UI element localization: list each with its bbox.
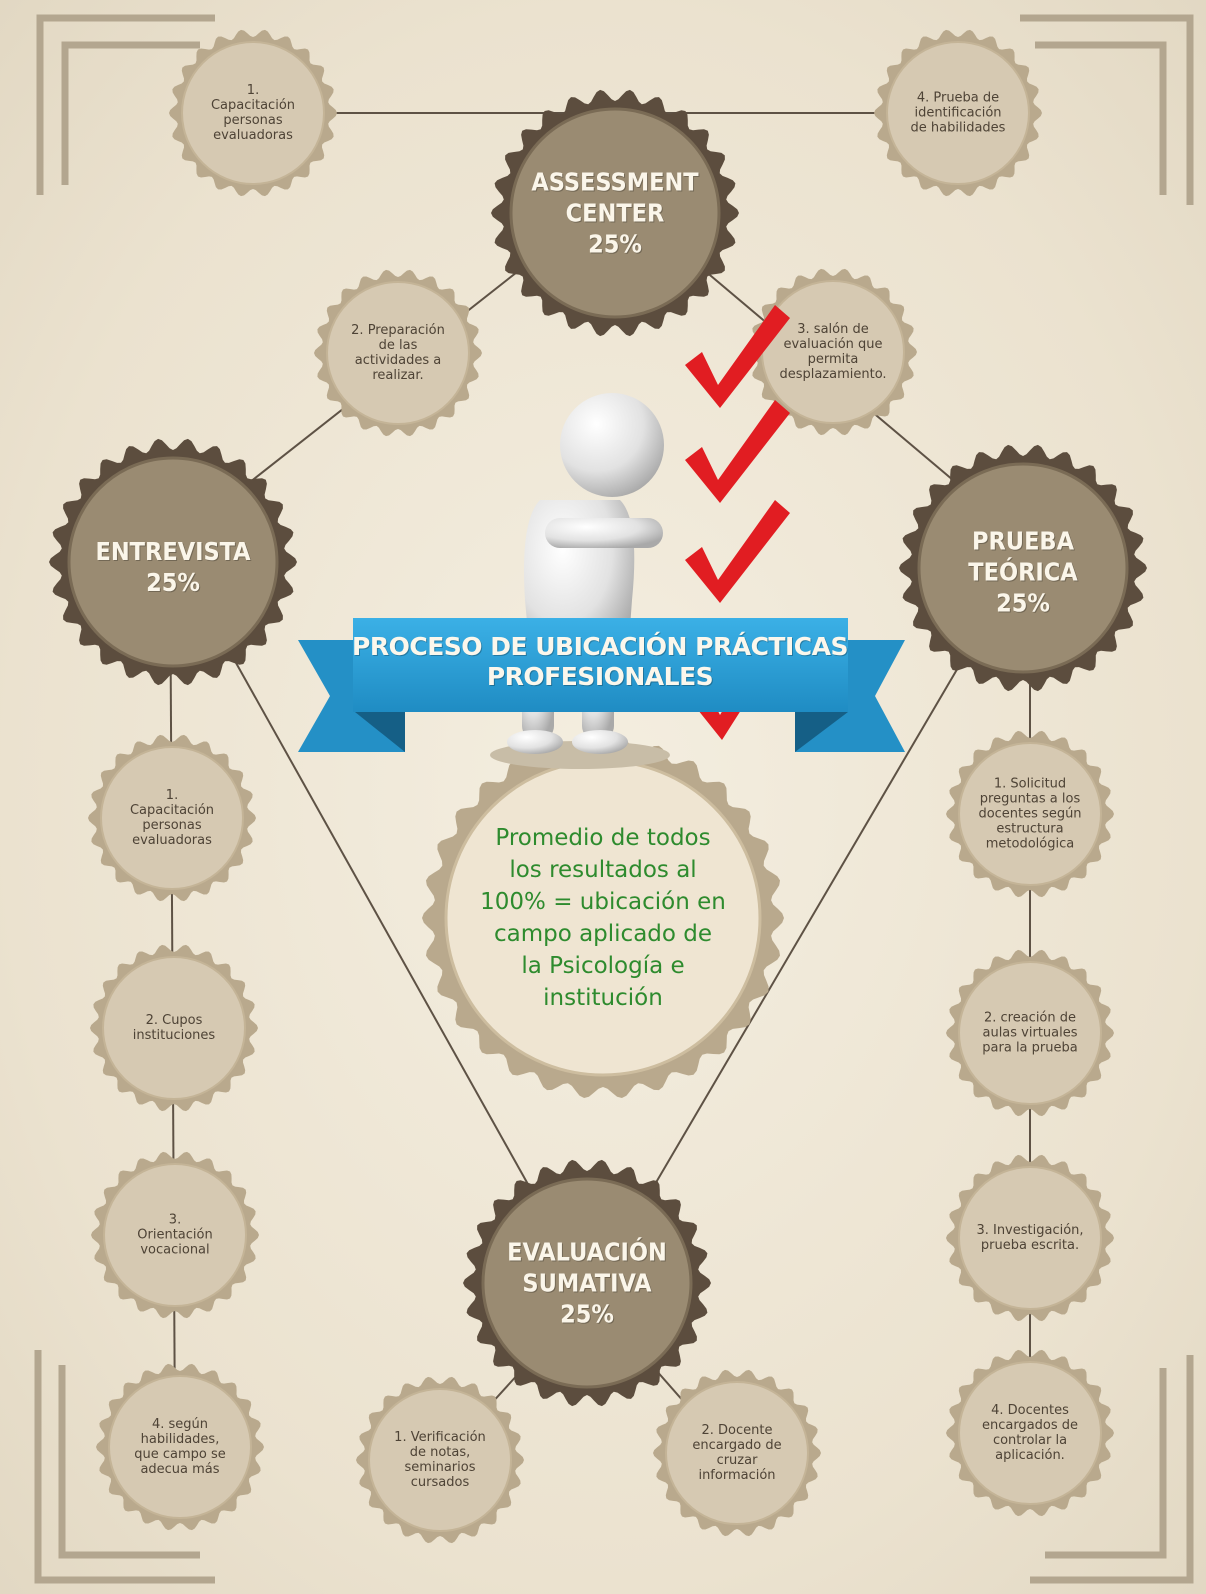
ribbon-fold-left bbox=[355, 712, 405, 752]
badge-prueba-step-2 bbox=[946, 949, 1114, 1117]
badge-prueba-step-1 bbox=[946, 730, 1114, 898]
thinking-figure bbox=[490, 393, 670, 769]
badge-evaluacion-sumativa bbox=[463, 1159, 711, 1407]
figure-foot bbox=[572, 730, 628, 754]
badge-assessment-step-3 bbox=[749, 268, 917, 436]
badge-entrevista-step-3 bbox=[91, 1151, 259, 1319]
badge-entrevista-step-2 bbox=[90, 944, 258, 1112]
corner-frames bbox=[34, 14, 1194, 1584]
badge-entrevista bbox=[49, 438, 297, 686]
title-ribbon bbox=[298, 618, 905, 752]
badge-entrevista-step-1 bbox=[88, 734, 256, 902]
badge-center-summary bbox=[422, 738, 784, 1098]
badge-prueba-step-4 bbox=[946, 1349, 1114, 1517]
ribbon-band bbox=[353, 618, 848, 712]
checkmark-icon bbox=[685, 305, 790, 408]
badge-prueba-step-3 bbox=[946, 1154, 1114, 1322]
figure-arms bbox=[545, 518, 663, 548]
badge-assessment-step-2 bbox=[314, 269, 482, 437]
checkmark-icon bbox=[685, 500, 790, 603]
badge-assessment-step-1 bbox=[169, 29, 337, 197]
badge-layer bbox=[49, 29, 1147, 1544]
checkmark-icon bbox=[685, 400, 790, 503]
badge-assessment-center bbox=[491, 89, 739, 337]
connector-line bbox=[169, 544, 591, 1296]
figure-foot bbox=[507, 730, 563, 754]
badge-prueba-teorica bbox=[899, 444, 1147, 692]
badge-assessment-step-4 bbox=[874, 29, 1042, 197]
badge-evaluacion-step-1 bbox=[356, 1376, 524, 1544]
badge-evaluacion-step-2 bbox=[653, 1369, 821, 1537]
ribbon-fold-right bbox=[795, 712, 848, 752]
figure-head bbox=[560, 393, 664, 497]
badge-entrevista-step-4 bbox=[96, 1363, 264, 1531]
